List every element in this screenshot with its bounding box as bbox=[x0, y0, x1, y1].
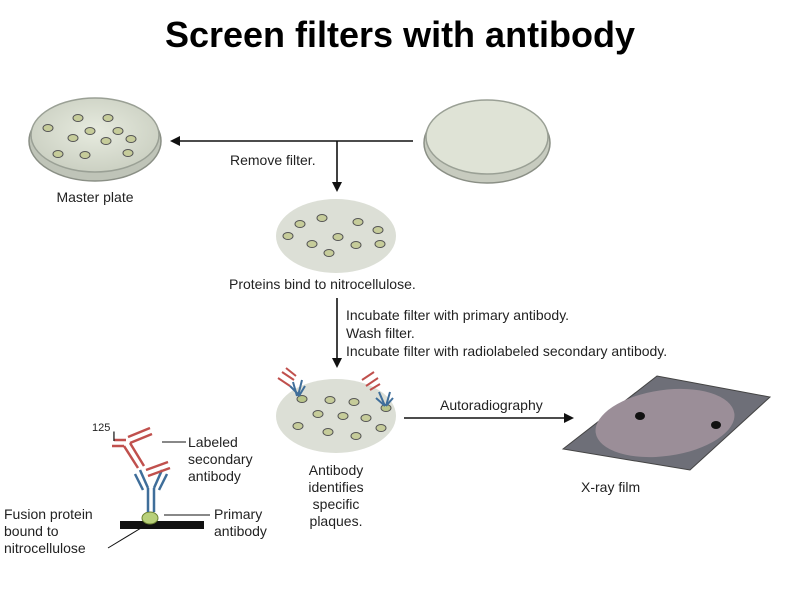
labeled-secondary-line-2: secondary bbox=[188, 451, 253, 468]
primary-antibody bbox=[135, 470, 167, 512]
primary-antibody-line-2: antibody bbox=[214, 523, 267, 540]
fusion-protein bbox=[142, 512, 158, 524]
iodine-mass-label: 125 bbox=[92, 420, 110, 437]
master-plate bbox=[29, 98, 161, 181]
antibody-identifies-line-1: Antibody bbox=[290, 462, 382, 479]
xray-spot-right bbox=[711, 421, 721, 429]
primary-antibody-line-1: Primary bbox=[214, 506, 267, 523]
fusion-protein-label: Fusion protein bound to nitrocellulose bbox=[4, 506, 93, 557]
remove-filter-label: Remove filter. bbox=[230, 152, 316, 169]
step-primary-antibody: Incubate filter with primary antibody. bbox=[346, 307, 569, 324]
nitrocellulose-membrane bbox=[120, 521, 204, 529]
proteins-bind-label: Proteins bind to nitrocellulose. bbox=[229, 276, 416, 293]
labeled-secondary-label: Labeled secondary antibody bbox=[188, 434, 253, 485]
antibody-identifies-line-4: plaques. bbox=[290, 513, 382, 530]
primary-antibody-label: Primary antibody bbox=[214, 506, 267, 540]
autoradiography-label: Autoradiography bbox=[440, 397, 543, 414]
labeled-secondary-line-3: antibody bbox=[188, 468, 253, 485]
antibody-identifies-line-2: identifies bbox=[290, 479, 382, 496]
fusion-protein-line-1: Fusion protein bbox=[4, 506, 93, 523]
fusion-protein-line-3: nitrocellulose bbox=[4, 540, 93, 557]
antibody-identifies-label: Antibody identifies specific plaques. bbox=[290, 462, 382, 530]
antibody-filter bbox=[276, 368, 396, 453]
nitrocellulose-filter bbox=[276, 199, 396, 273]
secondary-antibody bbox=[112, 428, 170, 476]
antibody-identifies-line-3: specific bbox=[290, 496, 382, 513]
fusion-protein-line-2: bound to bbox=[4, 523, 93, 540]
step-wash-filter: Wash filter. bbox=[346, 325, 415, 342]
xray-film bbox=[563, 376, 770, 470]
plate-with-filter bbox=[424, 100, 550, 183]
step-secondary-antibody: Incubate filter with radiolabeled second… bbox=[346, 343, 667, 360]
master-plate-label: Master plate bbox=[30, 189, 160, 206]
xray-spot-left bbox=[635, 412, 645, 420]
iodine-symbol-label: I bbox=[112, 428, 116, 445]
labeled-secondary-line-1: Labeled bbox=[188, 434, 253, 451]
xray-film-label: X-ray film bbox=[581, 479, 640, 496]
